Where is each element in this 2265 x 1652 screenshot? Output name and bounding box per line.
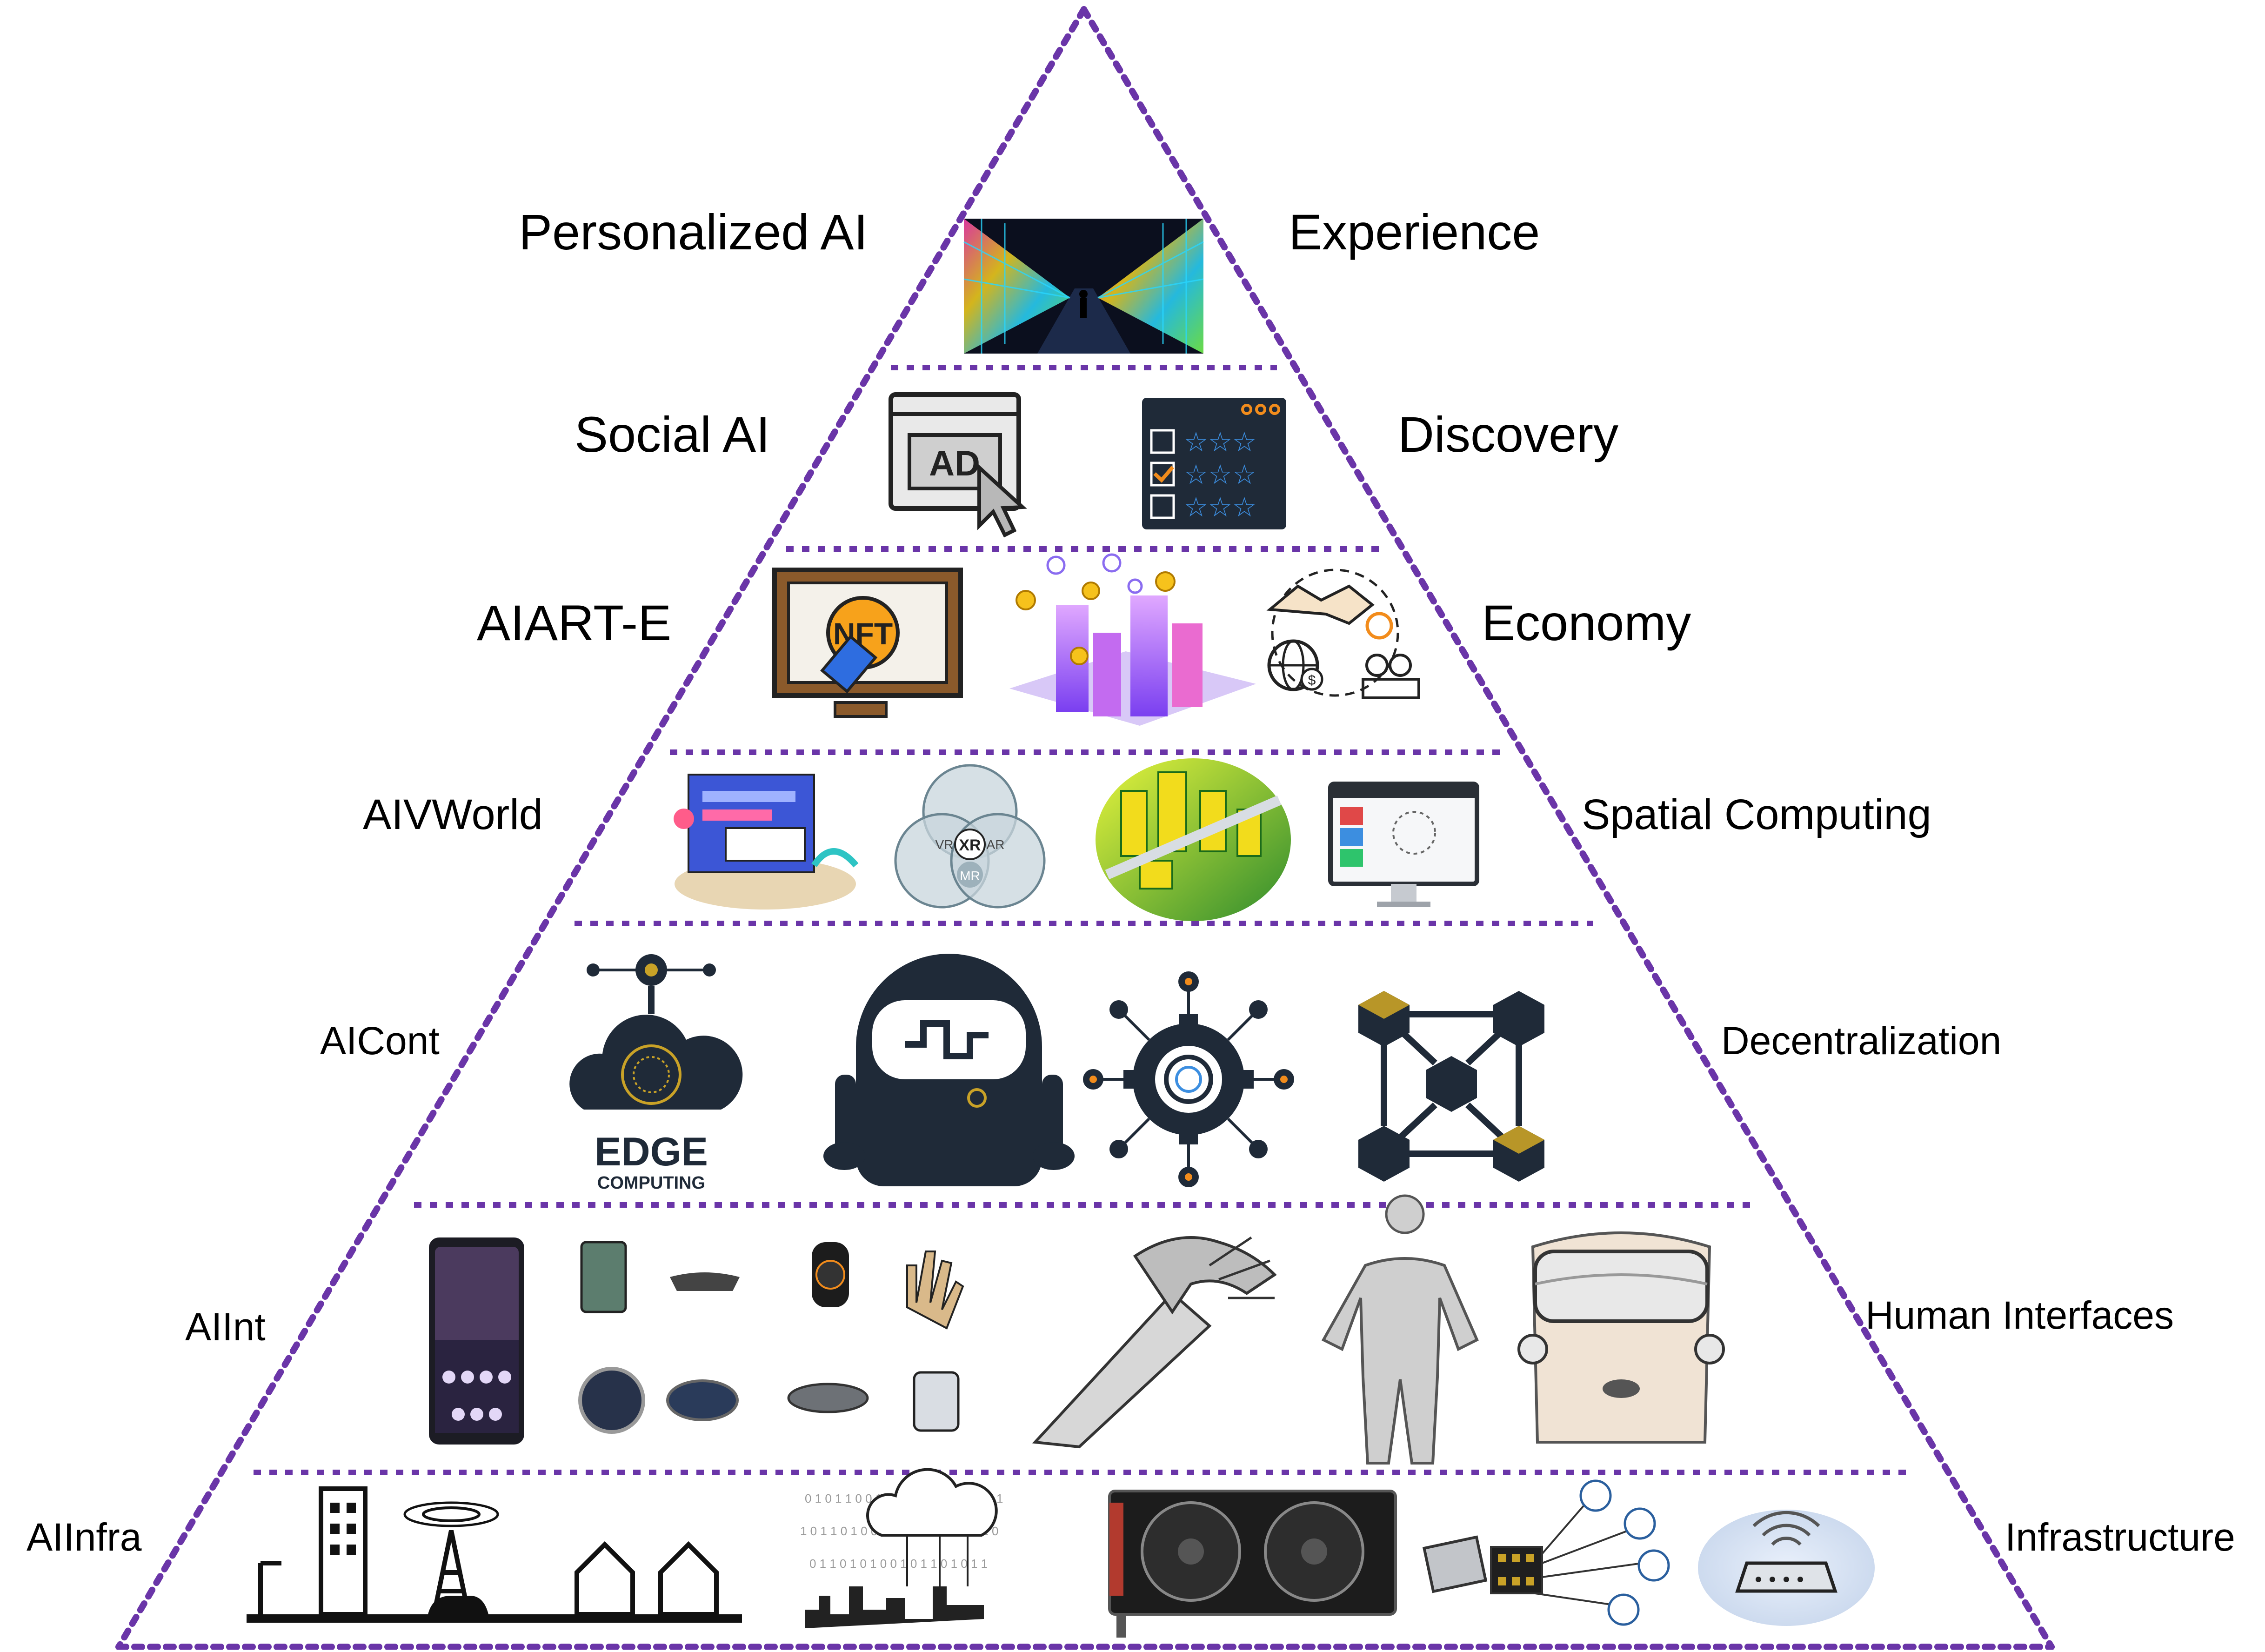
- monitor-editor-icon: [1328, 782, 1479, 907]
- haptic-suit-icon: [1321, 1194, 1479, 1465]
- tier-label-aicont: AICont: [320, 1019, 440, 1063]
- tier-label-aiinfra: AIInfra: [27, 1515, 142, 1559]
- ad-click-icon: AD: [889, 392, 1027, 538]
- svg-text:XR: XR: [959, 836, 981, 854]
- tier-separators: [254, 365, 1914, 1475]
- tier-label-experience: Experience: [1289, 204, 1540, 260]
- tier-label-social-ai: Social AI: [575, 406, 770, 462]
- svg-text:MR: MR: [960, 869, 980, 883]
- robot-icon: [823, 954, 1075, 1186]
- tier-label-aiint: AIInt: [185, 1305, 266, 1349]
- tier-label-spatial-computing: Spatial Computing: [1582, 791, 1931, 838]
- svg-text:☆☆☆: ☆☆☆: [1184, 492, 1256, 522]
- svg-text:AR: AR: [987, 837, 1005, 852]
- global-deal-icon: $: [1266, 569, 1420, 699]
- tier-label-personalized-ai: Personalized AI: [519, 204, 868, 260]
- svg-text:0 1 1 0 1 0 1 0 0 1 0 1 1 0 1: 0 1 1 0 1 0 1 0 0 1 0 1 1 0 1 0 1 1: [809, 1557, 988, 1571]
- virtual-desk-icon: [674, 774, 859, 910]
- chip-sensors-icon: [1422, 1479, 1670, 1626]
- isometric-city-icon: [1096, 758, 1291, 921]
- tier-label-human-interfaces: Human Interfaces: [1865, 1293, 2174, 1337]
- svg-text:☆☆☆: ☆☆☆: [1184, 460, 1256, 490]
- svg-text:EDGE: EDGE: [595, 1130, 708, 1174]
- svg-text:COMPUTING: COMPUTING: [597, 1173, 705, 1193]
- wearables-icon: [578, 1241, 964, 1434]
- xr-venn-icon: XR VR AR MR: [894, 764, 1046, 909]
- gpu-card-icon: [1108, 1490, 1397, 1638]
- smartphone-icon: [429, 1237, 524, 1445]
- rating-list-icon: ☆☆☆ ☆☆☆ ☆☆☆: [1142, 398, 1286, 529]
- svg-text:AD: AD: [929, 444, 980, 483]
- smart-city-icon: [247, 1486, 742, 1623]
- cloud-data-icon: 0 1 0 1 1 0 0 1 0 1 1 0 1 0 1 0 0 1 0 1 …: [800, 1468, 1003, 1628]
- tier-label-discovery: Discovery: [1398, 406, 1619, 462]
- pyramid-frame: [115, 6, 2055, 1650]
- wifi-router-icon: [1698, 1510, 1875, 1626]
- vr-headset-icon: [1517, 1231, 1725, 1444]
- tier-label-aiart-e: AIART-E: [477, 595, 672, 651]
- nft-auction-icon: NFT: [772, 568, 963, 718]
- blockchain-icon: [1358, 991, 1544, 1182]
- neon-street-icon: [963, 219, 1204, 354]
- svg-text:$: $: [1308, 673, 1316, 688]
- gear-network-icon: [1083, 971, 1294, 1187]
- tier-label-infrastructure: Infrastructure: [2005, 1515, 2235, 1559]
- edge-computing-icon: EDGE COMPUTING: [569, 954, 743, 1193]
- svg-text:VR: VR: [935, 837, 954, 852]
- tier-label-aivworld: AIVWorld: [363, 791, 543, 838]
- robotic-arm-icon: [1032, 1236, 1277, 1449]
- svg-text:☆☆☆: ☆☆☆: [1184, 427, 1256, 457]
- crypto-city-icon: [1009, 553, 1256, 726]
- tier-label-economy: Economy: [1482, 595, 1691, 651]
- tier-label-decentralization: Decentralization: [1721, 1019, 2002, 1063]
